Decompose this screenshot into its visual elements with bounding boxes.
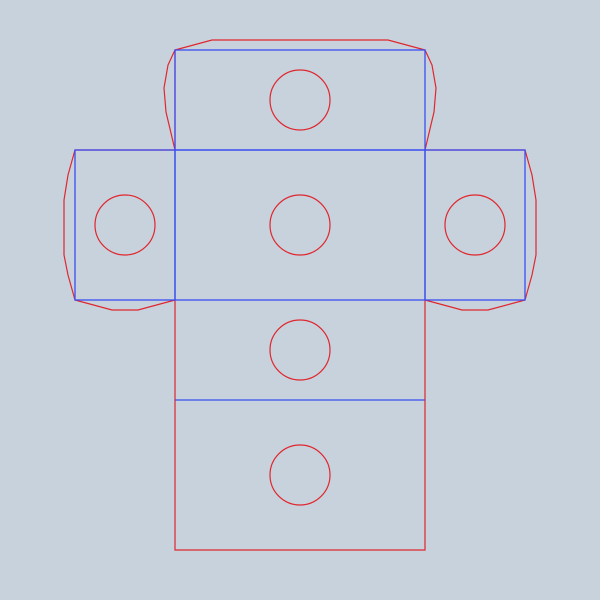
- right-panel-cut-bottom: [424, 299, 526, 311]
- top-flap-hole: [269, 69, 331, 131]
- top-flap-cut-outline: [163, 49, 176, 151]
- right-panel-cut-outline: [425, 149, 537, 301]
- bottom-panel-hole: [269, 444, 331, 506]
- cut-lines: [63, 39, 537, 551]
- left-panel-cut-bottom: [74, 299, 176, 311]
- top-flap-cut-top: [174, 39, 426, 51]
- lower-panels-cut-outline: [174, 300, 426, 551]
- front-panel-hole: [269, 319, 331, 381]
- right-panel-hole: [444, 194, 506, 256]
- top-flap-cut-right: [424, 49, 437, 151]
- fold-lines: [74, 49, 526, 401]
- left-panel-hole: [94, 194, 156, 256]
- left-panel-cut-outline: [63, 149, 175, 301]
- top-flap-fold: [174, 49, 426, 151]
- center-panel-hole: [269, 194, 331, 256]
- center-panel-fold: [174, 149, 426, 301]
- holes: [94, 69, 506, 506]
- left-panel-fold: [74, 149, 176, 301]
- right-panel-fold: [424, 149, 526, 301]
